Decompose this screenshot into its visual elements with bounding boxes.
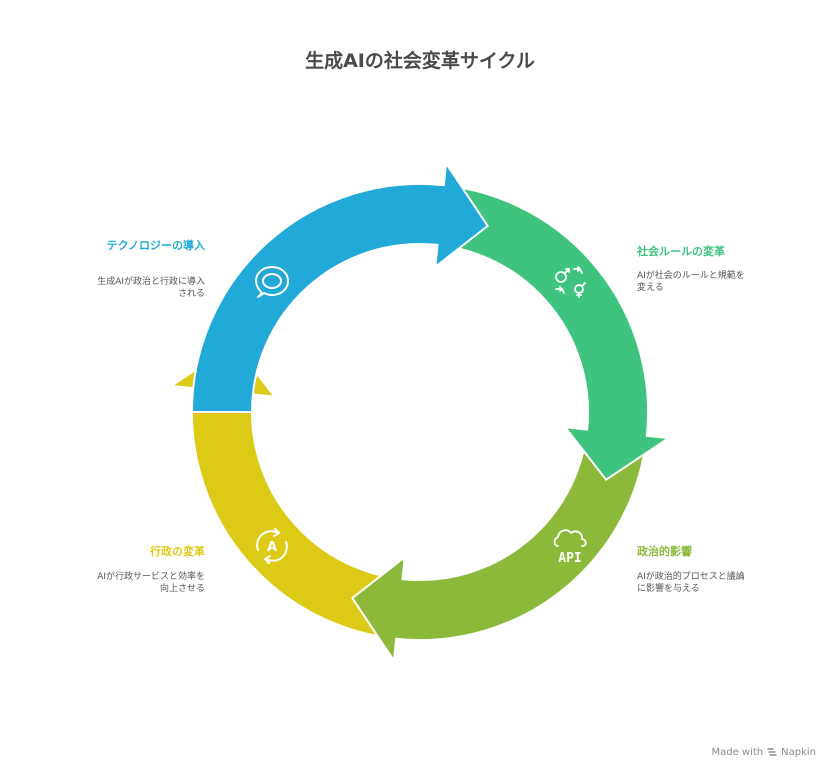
footer-credit: Made with Napkin — [711, 746, 816, 758]
step-desc-rule: AIが社会のルールと規範を変える — [637, 271, 745, 293]
gender-swap-icon — [555, 266, 586, 298]
step-desc-gov: AIが行政サービスと効率を向上させる — [97, 572, 205, 594]
auto-refresh-letter: A — [267, 540, 277, 555]
cloud-api-text: API — [558, 551, 581, 566]
step-label-pol: 政治的影響 — [637, 545, 692, 558]
step-label-rule: 社会ルールの変革 — [637, 245, 725, 258]
cycle-segment-tech — [190, 160, 490, 413]
footer-made-with: Made with — [711, 746, 764, 758]
napkin-logo-icon — [767, 748, 777, 756]
step-desc-tech: 生成AIが政治と行政に導入される — [97, 277, 205, 299]
speech-bubble-icon — [255, 266, 289, 298]
footer-brand: Napkin — [781, 746, 816, 758]
cloud-api-icon: API — [553, 529, 587, 566]
step-label-gov: 行政の変革 — [150, 545, 205, 558]
cycle-segment-rule — [419, 182, 672, 482]
step-desc-pol: AIが政治的プロセスと議論に影響を与える — [637, 572, 745, 594]
page-title: 生成AIの社会変革サイクル — [305, 50, 535, 72]
cycle-segment-pol — [350, 411, 650, 664]
auto-refresh-icon: A — [256, 528, 288, 564]
step-label-tech: テクノロジーの導入 — [106, 239, 205, 252]
cycle-segment-gov — [168, 342, 421, 642]
